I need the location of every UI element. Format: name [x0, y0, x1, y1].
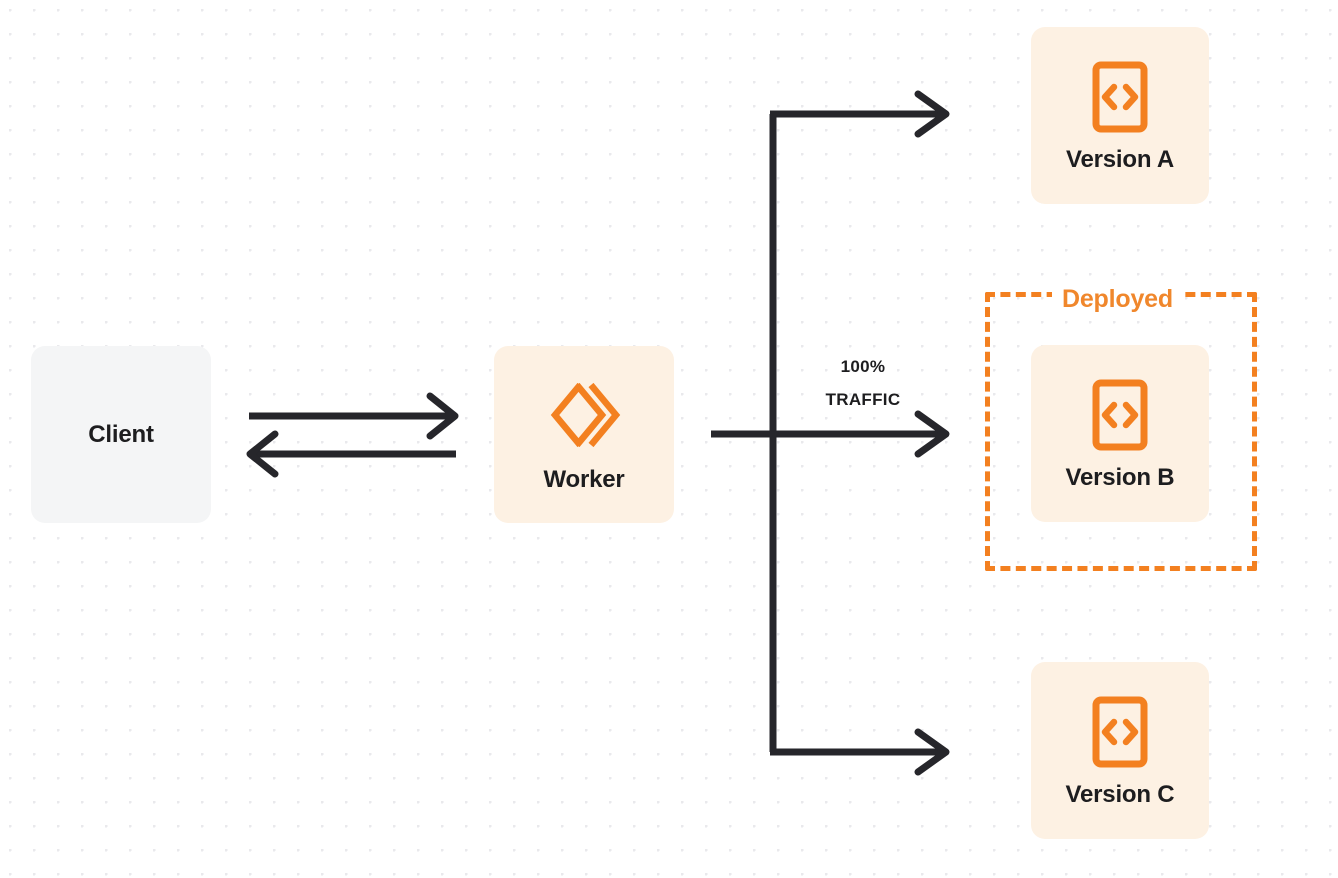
client-label: Client: [88, 420, 154, 448]
node-version-b[interactable]: Version B: [1031, 345, 1209, 522]
code-document-icon: [1091, 60, 1149, 134]
deployed-group-boundary: [985, 292, 1257, 571]
traffic-annotation: 100% TRAFFIC: [793, 350, 933, 416]
arrow-worker-to-client: [246, 430, 456, 478]
node-client[interactable]: Client: [31, 346, 211, 523]
deployed-group-label: Deployed: [1052, 284, 1183, 314]
arrow-worker-to-version-b: [711, 410, 950, 458]
node-version-a[interactable]: Version A: [1031, 27, 1209, 204]
version-c-label: Version C: [1065, 780, 1175, 808]
traffic-percent: 100%: [840, 357, 886, 376]
arrow-client-to-worker: [249, 392, 459, 440]
node-worker[interactable]: Worker: [494, 346, 674, 523]
arrow-worker-to-version-a: [770, 90, 950, 138]
worker-label: Worker: [543, 465, 625, 493]
version-b-label: Version B: [1065, 463, 1175, 491]
node-version-c[interactable]: Version C: [1031, 662, 1209, 839]
version-a-label: Version A: [1065, 145, 1175, 173]
code-document-icon: [1091, 378, 1149, 452]
arrow-worker-to-version-c: [770, 728, 950, 776]
cloudflare-workers-logo-icon: [547, 378, 621, 452]
code-document-icon: [1091, 695, 1149, 769]
traffic-caption: TRAFFIC: [825, 390, 901, 409]
